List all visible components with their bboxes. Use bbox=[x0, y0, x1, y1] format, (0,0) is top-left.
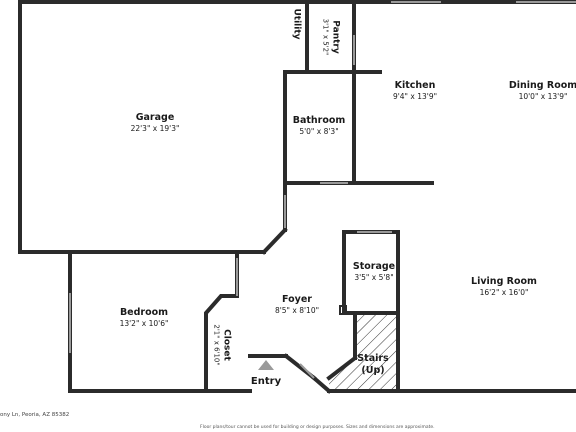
room-living: Living Room 16'2" x 16'0" bbox=[471, 276, 537, 297]
room-stairs: Stairs (Up) bbox=[357, 353, 388, 377]
footer-address: ony Ln, Peoria, AZ 85382 bbox=[0, 412, 70, 418]
room-name: Storage bbox=[352, 261, 396, 272]
room-dims: 16'2" x 16'0" bbox=[479, 287, 529, 297]
room-name: Closet bbox=[221, 329, 232, 361]
room-bedroom: Bedroom 13'2" x 10'6" bbox=[120, 307, 169, 328]
room-name: Pantry bbox=[330, 20, 341, 54]
windows bbox=[69, 1, 576, 379]
room-note: (Up) bbox=[361, 364, 385, 376]
room-garage: Garage 22'3" x 19'3" bbox=[131, 112, 180, 133]
room-dining: Dining Room 10'0" x 13'9" bbox=[509, 80, 576, 101]
room-dims: 8'5" x 8'10" bbox=[274, 305, 320, 315]
room-name: Bathroom bbox=[292, 115, 346, 126]
room-storage: Storage 3'5" x 5'8" bbox=[353, 261, 395, 282]
entry-label: Entry bbox=[250, 376, 282, 387]
room-dims: 13'2" x 10'6" bbox=[119, 318, 169, 328]
room-foyer: Foyer 8'5" x 8'10" bbox=[275, 294, 319, 315]
room-utility: Utility bbox=[291, 8, 302, 40]
room-dims: 2'1" x 6'10" bbox=[212, 324, 221, 366]
room-name: Garage bbox=[135, 112, 175, 123]
room-dims: 10'0" x 13'9" bbox=[518, 91, 568, 101]
room-name: Dining Room bbox=[508, 80, 576, 91]
room-dims: 3'1" x 5'2" bbox=[321, 18, 330, 56]
room-name: Stairs bbox=[357, 353, 389, 364]
room-dims: 22'3" x 19'3" bbox=[130, 123, 180, 133]
entry-arrow-icon bbox=[258, 360, 274, 370]
room-name: Kitchen bbox=[394, 80, 436, 91]
room-pantry: Pantry 3'1" x 5'2" bbox=[321, 18, 341, 56]
room-kitchen: Kitchen 9'4" x 13'9" bbox=[393, 80, 437, 101]
room-bathroom: Bathroom 5'0" x 8'3" bbox=[293, 115, 346, 136]
post bbox=[339, 305, 347, 315]
footer-disclaimer: Floor plans/tour cannot be used for buil… bbox=[200, 425, 435, 430]
room-dims: 3'5" x 5'8" bbox=[354, 272, 394, 282]
stairs-hatch bbox=[329, 313, 398, 391]
room-name: Utility bbox=[291, 8, 302, 40]
room-name: Bedroom bbox=[119, 307, 169, 318]
walls bbox=[18, 0, 576, 394]
room-closet: Closet 2'1" x 6'10" bbox=[212, 324, 232, 366]
room-name: Foyer bbox=[282, 294, 312, 305]
room-dims: 9'4" x 13'9" bbox=[392, 91, 438, 101]
room-dims: 5'0" x 8'3" bbox=[299, 126, 339, 136]
room-name: Living Room bbox=[471, 276, 537, 287]
